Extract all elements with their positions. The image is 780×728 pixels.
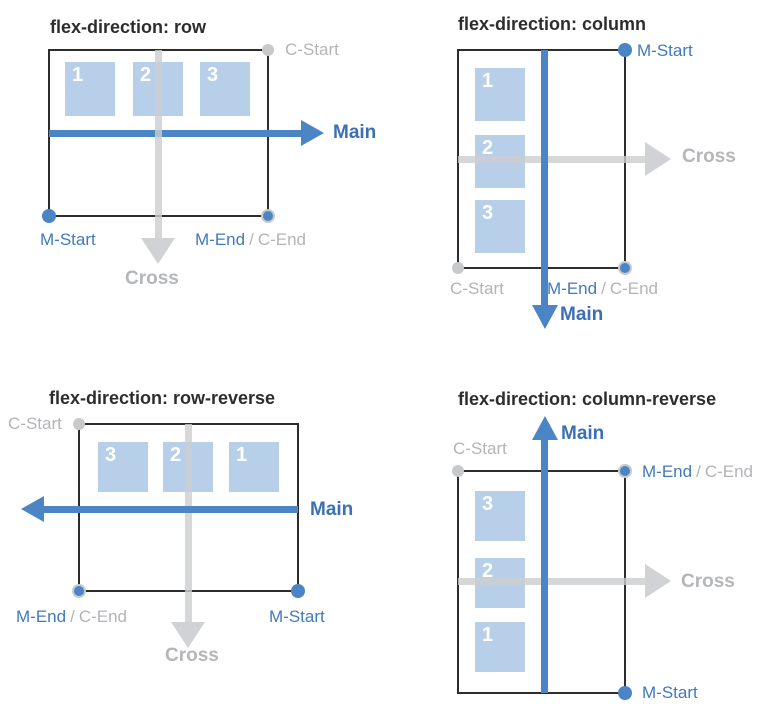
flex-item: 1 [475,68,525,121]
m-start-dot-icon [618,43,632,57]
m-start-label: M-Start [642,683,698,702]
cross-axis-label: Cross [125,268,179,289]
c-start-label: C-Start [8,414,62,433]
c-start-label: C-Start [285,40,339,59]
c-start-dot-icon [452,465,464,477]
main-axis-arrowhead-icon [301,120,324,146]
panel-title: flex-direction: column [458,14,647,34]
cross-axis-arrowhead-icon [645,142,671,176]
flex-item: 1 [65,62,115,116]
m-end-c-end-dot-icon [261,209,275,223]
m-end-c-end-dot-icon [618,261,632,275]
label-separator: / [696,462,701,481]
flex-item: 1 [229,442,279,492]
m-end-label: M-End [642,462,693,481]
main-axis-line [49,130,301,137]
m-end-label: M-End [547,279,598,298]
c-end-label: C-End [704,462,753,481]
cross-axis-line [185,424,192,622]
c-end-label: C-End [78,607,127,626]
m-start-label: M-Start [40,230,96,249]
c-start-dot-icon [452,262,464,274]
m-end-c-end-dot-icon [618,464,632,478]
flex-item: 3 [475,200,525,253]
cross-axis-label: Cross [682,146,736,167]
cross-axis-arrowhead-icon [645,564,671,598]
label-separator: / [601,279,606,298]
cross-axis-arrowhead-icon [171,622,205,648]
m-start-dot-icon [618,686,632,700]
m-end-c-end-label: M-End/C-End [642,461,753,482]
main-axis-arrowhead-icon [21,496,44,522]
cross-axis-line [458,156,645,163]
label-separator: / [249,230,254,249]
main-axis-label: Main [561,423,605,444]
m-start-dot-icon [42,209,56,223]
cross-axis-label: Cross [165,645,219,666]
main-axis-label: Main [560,304,604,325]
cross-axis-arrowhead-icon [141,238,175,264]
m-end-label: M-End [195,230,246,249]
c-start-label: C-Start [450,279,504,298]
c-end-label: C-End [609,279,658,298]
main-axis-label: Main [310,499,354,520]
m-end-label: M-End [16,607,67,626]
m-start-dot-icon [291,584,305,598]
m-end-c-end-label: M-End/C-End [195,229,306,250]
m-end-c-end-label: M-End/C-End [547,278,658,299]
cross-axis-line [155,50,162,238]
main-axis-line [44,506,298,513]
main-axis-arrowhead-icon [532,416,558,440]
main-axis-line [541,440,548,693]
c-start-label: C-Start [453,439,507,458]
panel-flex-direction-column: flex-direction: column 1 2 3 Cross Main … [390,0,780,364]
main-axis-arrowhead-icon [532,305,558,329]
c-end-label: C-End [257,230,306,249]
flex-item: 1 [475,622,525,672]
m-start-label: M-Start [637,41,693,60]
main-axis-label: Main [333,122,377,143]
panel-title: flex-direction: row [50,17,207,37]
flex-item: 3 [200,62,250,116]
cross-axis-line [458,578,645,585]
m-end-c-end-dot-icon [72,584,86,598]
panel-flex-direction-row: flex-direction: row 1 2 3 Main Cross C-S… [0,0,390,364]
label-separator: / [70,607,75,626]
panel-flex-direction-column-reverse: flex-direction: column-reverse 3 2 1 Cro… [390,364,780,728]
flex-item: 3 [98,442,148,492]
cross-axis-label: Cross [681,571,735,592]
panel-flex-direction-row-reverse: flex-direction: row-reverse 3 2 1 Cross … [0,364,390,728]
m-end-c-end-label: M-End/C-End [16,606,127,627]
m-start-label: M-Start [269,607,325,626]
panel-title: flex-direction: column-reverse [458,389,717,409]
flex-item: 3 [475,491,525,541]
panel-title: flex-direction: row-reverse [49,388,276,408]
c-start-dot-icon [73,418,85,430]
c-start-dot-icon [262,44,274,56]
main-axis-line [541,50,548,305]
